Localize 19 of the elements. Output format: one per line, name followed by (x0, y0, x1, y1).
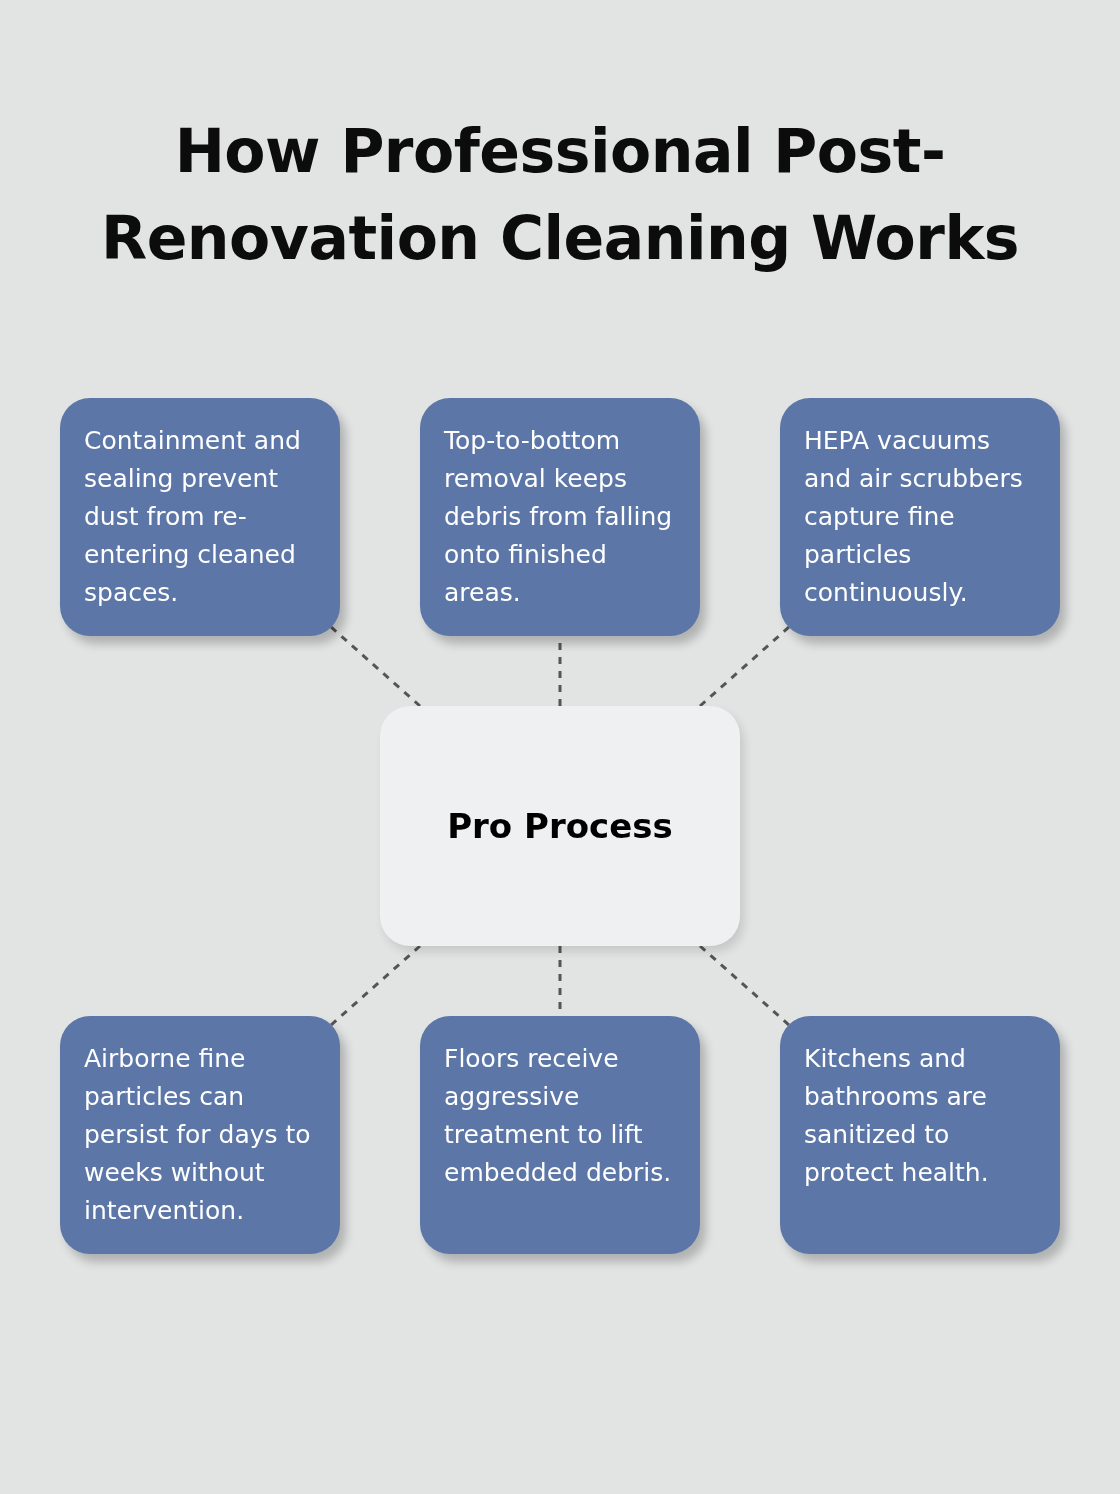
dashed-connector (330, 944, 421, 1026)
center-label: Pro Process (447, 806, 673, 846)
dashed-connector (699, 626, 790, 708)
info-card (420, 398, 700, 636)
dashed-connector (330, 626, 421, 708)
card-text: Floors receive aggressive treatment to lift embedded debris. (444, 1044, 672, 1187)
info-card (780, 1016, 1060, 1254)
info-card (60, 398, 340, 636)
card-text: HEPA vacuums and air scrubbers capture fine particles continuously. (804, 426, 1023, 607)
info-card (60, 1016, 340, 1254)
info-card (420, 1016, 700, 1254)
card-text: Airborne fine particles can persist for days to weeks without intervention. (84, 1044, 311, 1225)
card-text: Top-to-bottom removal keeps debris from falling onto finished areas. (444, 426, 673, 607)
info-card (780, 398, 1060, 636)
card-text: Containment and sealing prevent dust from re-entering cleaned spaces. (84, 426, 301, 607)
center-box (380, 706, 740, 946)
card-text: Kitchens and bathrooms are sanitized to protect health. (804, 1044, 989, 1187)
dashed-connector (699, 944, 790, 1026)
title: How Professional Post-Renovation Cleaning Works (99, 115, 1021, 275)
